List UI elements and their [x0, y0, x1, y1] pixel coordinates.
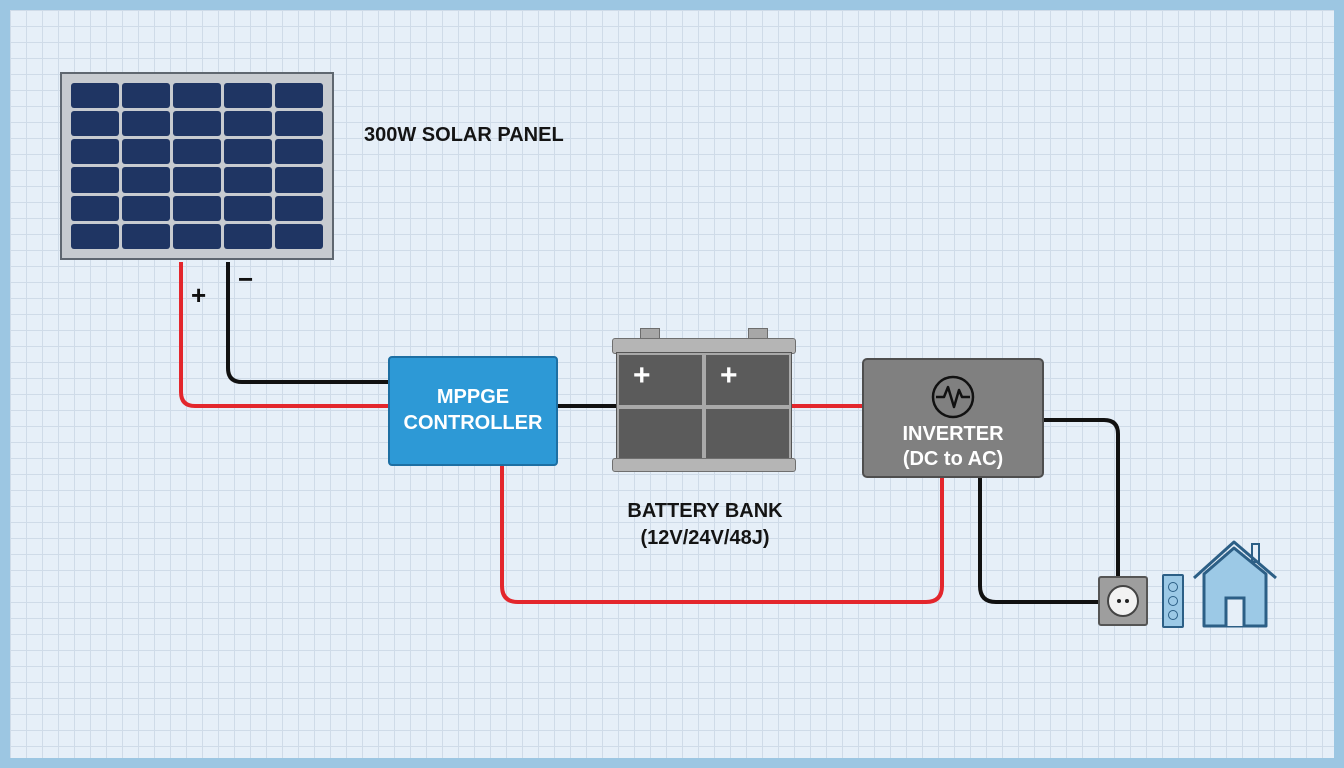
- solar-cell: [275, 195, 323, 221]
- solar-cell: [173, 223, 221, 249]
- solar-cell: [71, 223, 119, 249]
- solar-cell: [275, 111, 323, 137]
- solar-cell: [224, 195, 272, 221]
- solar-cell: [71, 83, 119, 109]
- battery-cell: [619, 409, 702, 459]
- solar-cell: [173, 139, 221, 165]
- solar-cell: [224, 83, 272, 109]
- solar-cell: [275, 83, 323, 109]
- solar-cell: [71, 195, 119, 221]
- battery-label-line2: (12V/24V/48J): [640, 527, 770, 549]
- controller-inverter-return-wire: [500, 466, 944, 604]
- solar-cell: [173, 111, 221, 137]
- solar-cell: [122, 139, 170, 165]
- switch-dot: [1168, 596, 1178, 606]
- battery-cell: [706, 409, 789, 459]
- inverter-label-line2: (DC to AC): [902, 448, 1004, 470]
- inverter-outlet-wire-b: [1044, 418, 1120, 576]
- switch-panel-icon: [1162, 574, 1184, 628]
- outlet-face: [1107, 585, 1139, 617]
- solar-cell: [71, 167, 119, 193]
- battery-cell: +: [619, 355, 702, 405]
- panel-positive-wire: [179, 262, 390, 408]
- switch-dot: [1168, 610, 1178, 620]
- solar-cell: [275, 139, 323, 165]
- solar-cell: [224, 139, 272, 165]
- battery-bank: + +: [612, 328, 796, 474]
- solar-cell: [173, 83, 221, 109]
- solar-cell: [122, 83, 170, 109]
- solar-cell: [122, 111, 170, 137]
- inverter-label-line1: INVERTER: [902, 423, 1004, 445]
- battery-plus-sign: +: [633, 359, 651, 392]
- solar-cell: [224, 167, 272, 193]
- sine-wave-icon: [931, 375, 975, 419]
- controller-label-line1: MPPGE: [436, 386, 510, 408]
- battery-label-line1: BATTERY BANK: [627, 500, 783, 522]
- solar-cell: [275, 167, 323, 193]
- positive-sign: +: [191, 280, 207, 310]
- inverter: INVERTER (DC to AC): [862, 358, 1044, 478]
- solar-cell: [71, 111, 119, 137]
- solar-panel-label: 300W SOLAR PANEL: [364, 124, 564, 146]
- solar-cell: [71, 139, 119, 165]
- inverter-outlet-wire-a: [978, 478, 1100, 604]
- house-icon: [1192, 540, 1277, 628]
- solar-panel: [60, 72, 334, 260]
- solar-cell: [122, 167, 170, 193]
- solar-cell: [122, 195, 170, 221]
- battery-body: + +: [616, 352, 792, 462]
- battery-plus-sign: +: [720, 359, 738, 392]
- controller-label-line2: CONTROLLER: [403, 412, 543, 434]
- solar-cell: [224, 223, 272, 249]
- solar-cell: [275, 223, 323, 249]
- power-outlet-icon: [1098, 576, 1148, 626]
- solar-cell: [224, 111, 272, 137]
- mppt-controller: MPPGE CONTROLLER: [388, 356, 558, 466]
- solar-cell: [122, 223, 170, 249]
- solar-cell: [173, 195, 221, 221]
- switch-dot: [1168, 582, 1178, 592]
- negative-sign: −: [238, 264, 254, 294]
- solar-cell: [173, 167, 221, 193]
- panel-negative-wire: [226, 262, 390, 384]
- battery-cell: +: [706, 355, 789, 405]
- solar-panel-cells: [71, 83, 323, 249]
- battery-base: [612, 458, 796, 472]
